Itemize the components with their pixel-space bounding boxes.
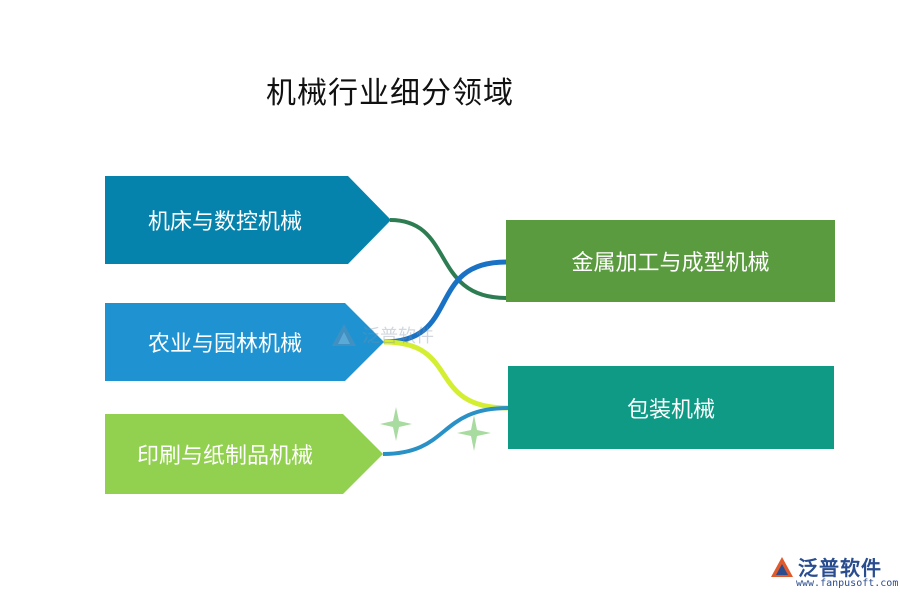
node-label-machine-tools: 机床与数控机械 [147,210,302,235]
watermark-text: 泛普软件 [362,326,434,347]
connector-agriculture-to-packaging [383,339,509,411]
sparkle-icon [457,415,491,451]
node-shape-printing [105,414,383,494]
connector-machine-tools-to-metal-forming [389,218,507,300]
node-shape-packaging [508,366,834,449]
brand-logo: 泛普软件 [770,552,882,581]
brand-name: 泛普软件 [798,556,882,580]
node-label-metal-forming: 金属加工与成型机械 [571,251,770,276]
node-label-packaging: 包装机械 [626,397,715,423]
fanpu-logo-icon [332,324,356,346]
diagram-title: 机械行业细分领域 [266,76,514,111]
node-label-printing: 印刷与纸制品机械 [136,444,313,469]
connector-agriculture-to-metal-forming [383,259,507,345]
node-shape-agriculture [105,303,384,381]
node-label-agriculture: 农业与园林机械 [147,332,302,357]
node-shape-machine-tools [105,176,391,264]
connector-printing-to-packaging [382,406,509,456]
brand-url: www.fanpusoft.com [796,578,899,589]
node-shape-metal-forming [506,220,835,302]
sparkle-icon [380,407,412,441]
fanpu-logo-icon [771,556,793,577]
watermark: 泛普软件 [330,322,434,348]
